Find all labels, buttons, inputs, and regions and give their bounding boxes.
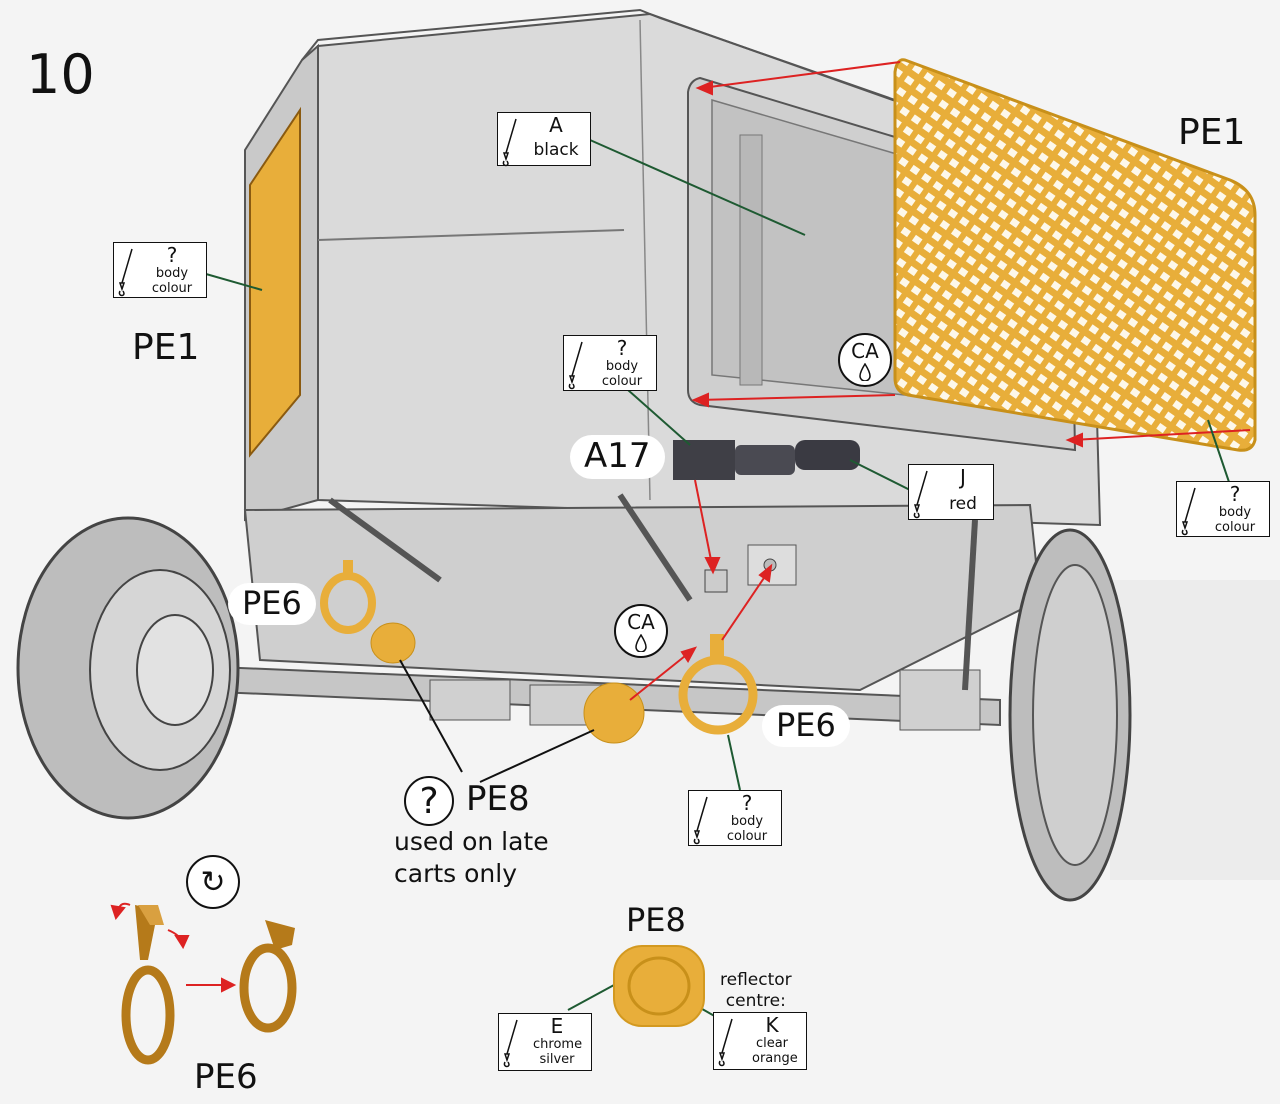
step-number: 10 [26, 43, 95, 106]
label-pe1-left: PE1 [132, 327, 200, 368]
installed-pe8-left [370, 622, 416, 664]
paint-name: body colour [601, 359, 643, 389]
label-pe6-left: PE6 [228, 583, 316, 625]
pe8-note-line1: used on late [394, 827, 549, 856]
glue-drop-icon [635, 633, 647, 653]
label-pe6-bottom: PE6 [194, 1057, 258, 1097]
reflector-note: reflector centre: [720, 970, 792, 1013]
brush-icon [1181, 487, 1196, 536]
paint-name: body colour [1214, 505, 1256, 535]
paint-callout-body-bottom: ? body colour [688, 790, 782, 846]
paint-callout-body-right: ? body colour [1176, 481, 1270, 537]
paint-callout-k-orange: K clear orange [713, 1012, 807, 1070]
glue-ca-lower: CA [614, 604, 668, 658]
reflector-line1: reflector [720, 970, 792, 990]
paint-callout-e-chrome: E chrome silver [498, 1013, 592, 1071]
paint-code: J [960, 465, 966, 489]
pe8-note: used on late carts only [394, 826, 549, 890]
label-a17: A17 [570, 435, 665, 479]
installed-grille-left [249, 106, 301, 458]
paint-name: black [533, 140, 579, 160]
paint-name: red [949, 494, 977, 514]
brush-icon [568, 341, 583, 390]
paint-name: body colour [726, 814, 768, 844]
paint-code: K [765, 1013, 779, 1037]
reflector-line2: centre: [725, 991, 786, 1012]
paint-code: ? [616, 336, 628, 360]
paint-name: chrome silver [533, 1037, 583, 1067]
label-pe6-right: PE6 [762, 705, 850, 747]
pe6-bend-diagram [110, 902, 297, 1065]
pe1-mesh-panel [893, 58, 1257, 452]
paint-code: A [549, 113, 563, 137]
pe8-rear [583, 682, 645, 744]
label-pe1-right: PE1 [1178, 112, 1246, 153]
paint-code: ? [1229, 482, 1241, 506]
label-pe8-center: PE8 [466, 779, 530, 819]
glue-drop-icon [859, 362, 871, 382]
chassis [243, 503, 1042, 692]
brush-icon [913, 470, 928, 519]
brush-icon [718, 1018, 733, 1067]
paint-code: ? [741, 791, 753, 815]
brush-icon [693, 796, 708, 845]
brush-icon [502, 118, 517, 167]
part-a17 [673, 440, 735, 480]
rotate-view-icon: ↻ [186, 855, 240, 909]
paint-callout-body-mid: ? body colour [563, 335, 657, 391]
paint-code: E [550, 1014, 564, 1038]
paint-name: clear orange [752, 1036, 798, 1066]
paint-code: ? [166, 243, 178, 267]
label-pe8-bottom: PE8 [626, 901, 686, 939]
paint-callout-a-black: A black [497, 112, 591, 167]
paint-name: body colour [151, 266, 193, 296]
pe8-note-line2: carts only [394, 859, 517, 888]
glue-ca-upper-label: CA [851, 339, 879, 363]
paint-callout-body-left: ? body colour [113, 242, 207, 298]
paint-callout-j-red: J red [908, 464, 994, 520]
glue-ca-upper: CA [838, 333, 892, 387]
brush-icon [118, 248, 133, 297]
brush-icon [503, 1019, 518, 1068]
optional-part-icon: ? [404, 776, 454, 826]
glue-ca-lower-label: CA [627, 610, 655, 634]
